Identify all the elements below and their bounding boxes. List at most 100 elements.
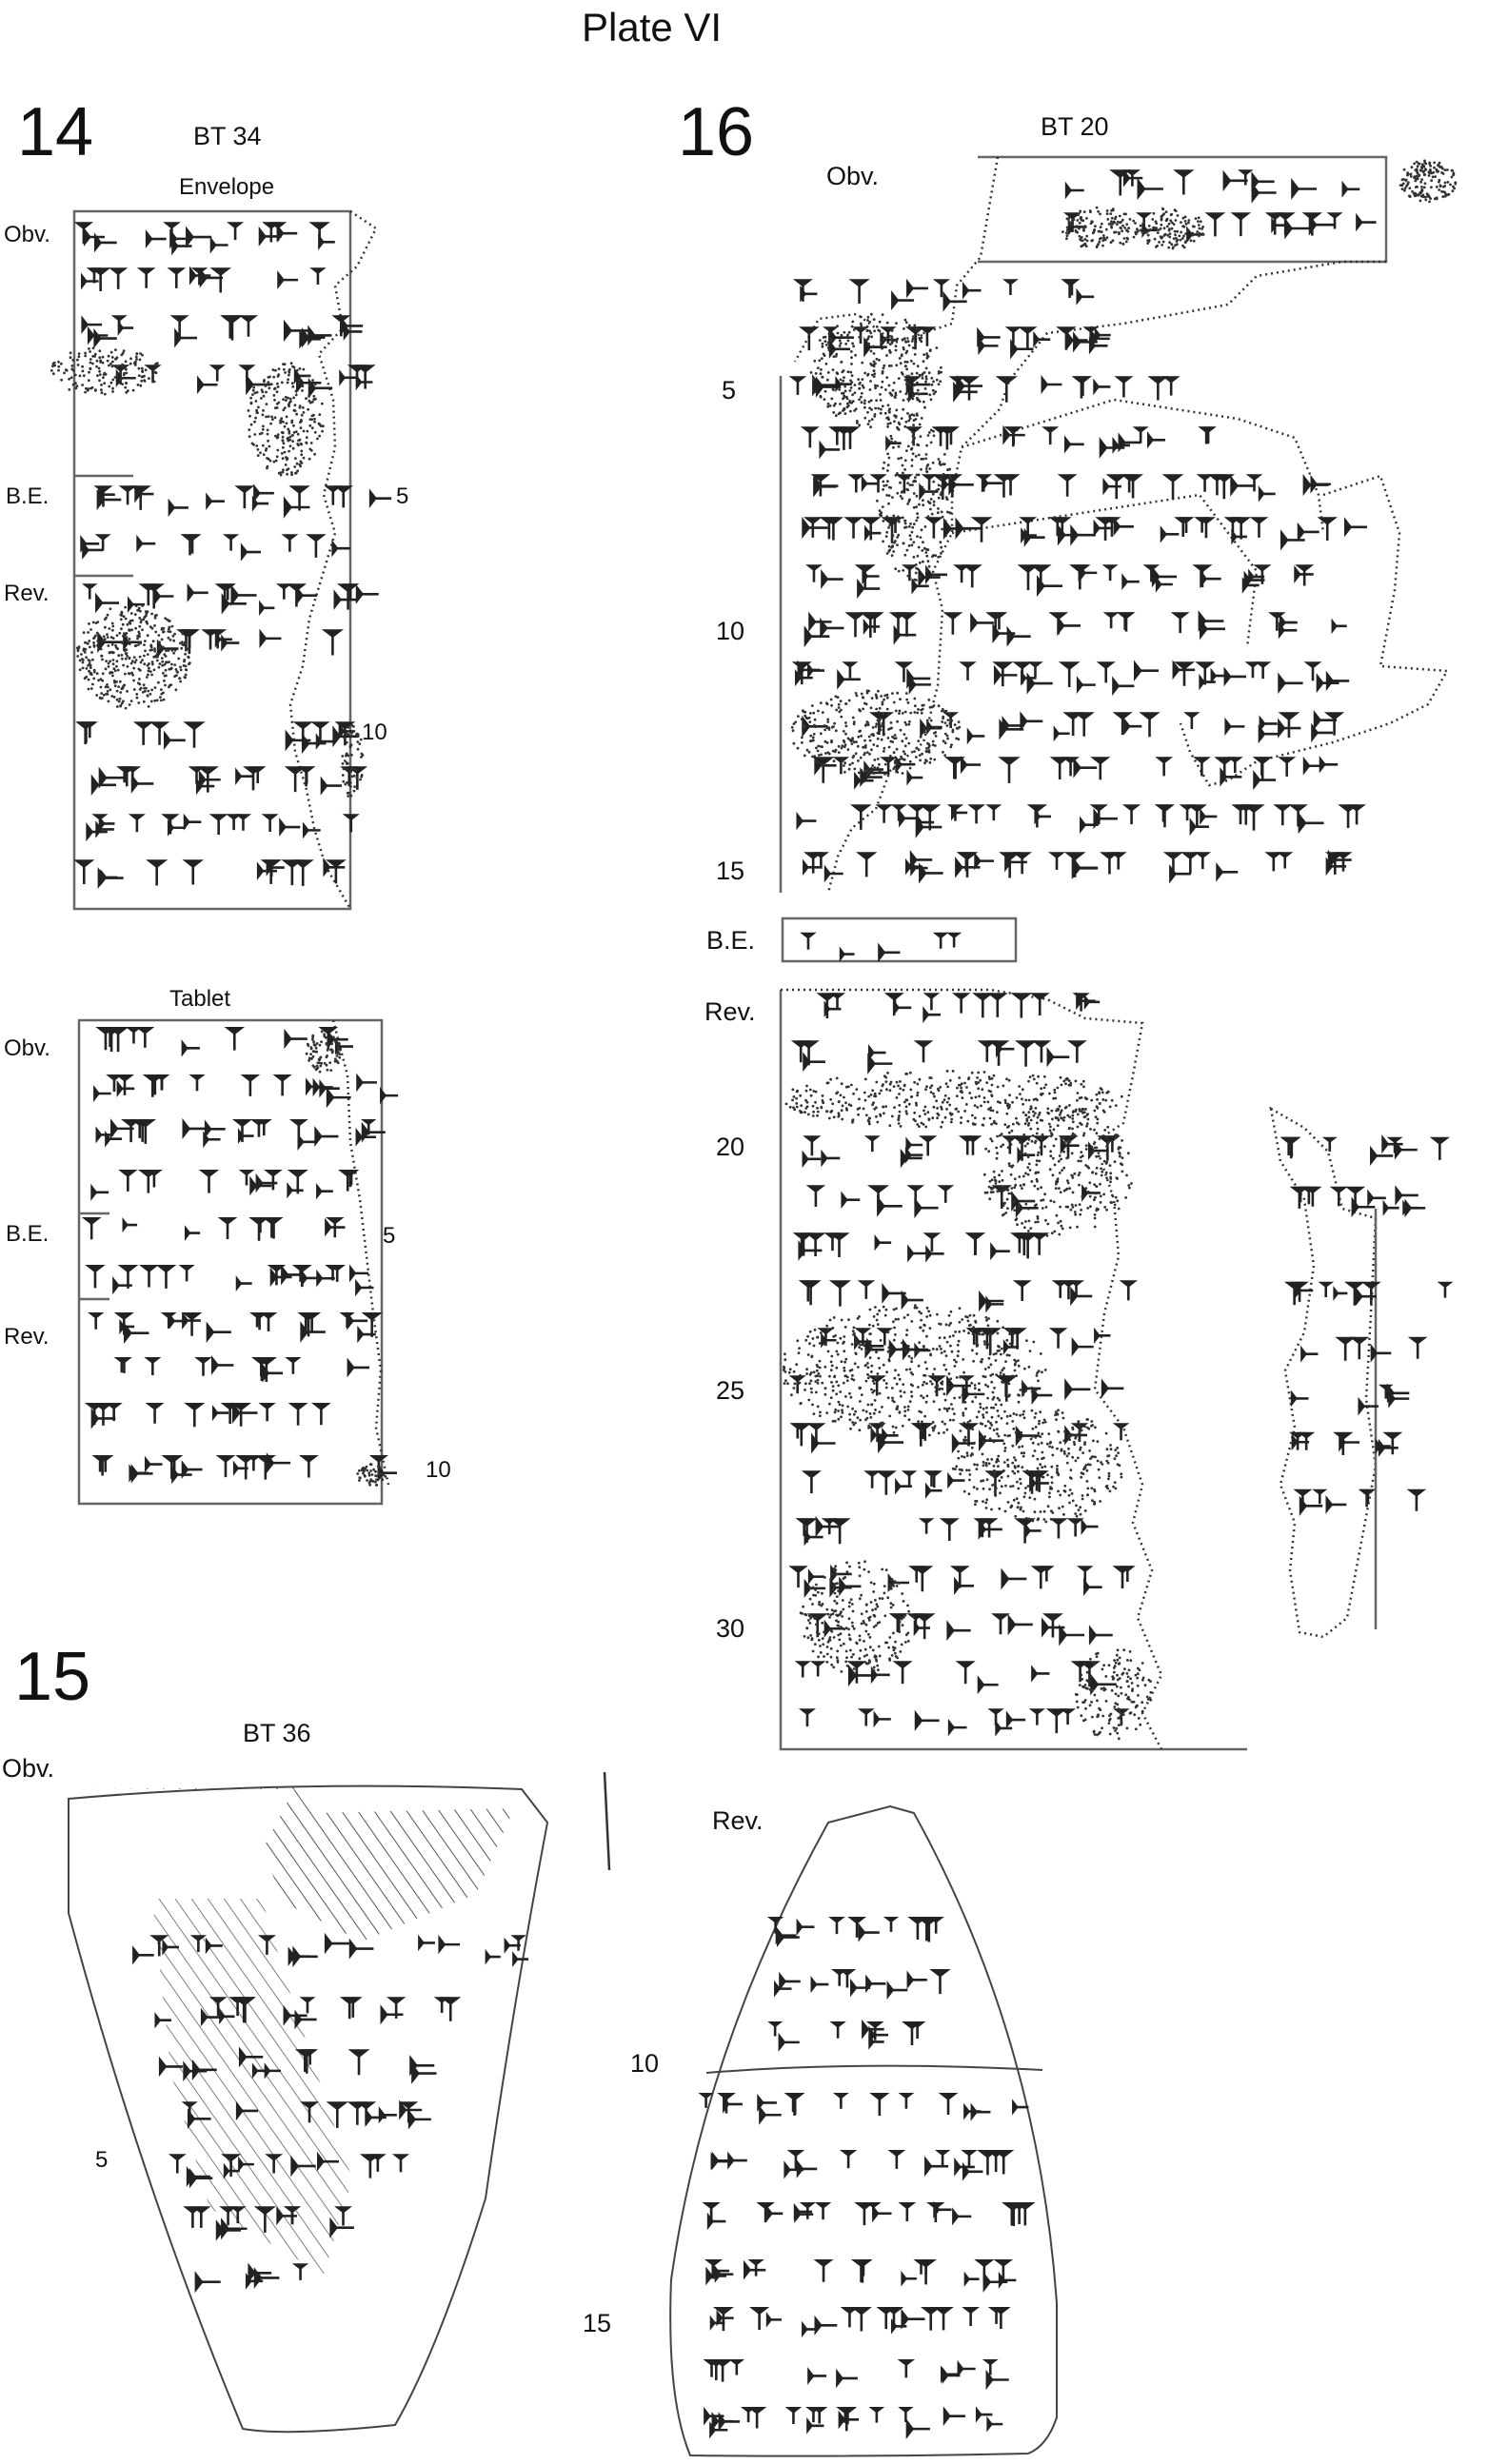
cuneiform-wedge bbox=[1002, 424, 1025, 445]
stipple-dot bbox=[167, 636, 170, 640]
cuneiform-wedge bbox=[1172, 660, 1196, 680]
cuneiform-wedge bbox=[1100, 852, 1120, 875]
cuneiform-wedge bbox=[288, 1946, 310, 1966]
stipple-dot bbox=[279, 473, 283, 477]
stipple-dot bbox=[896, 337, 900, 341]
stipple-dot bbox=[883, 694, 887, 698]
cuneiform-wedge bbox=[1001, 474, 1021, 496]
stipple-dot bbox=[1174, 233, 1177, 237]
cuneiform-wedge bbox=[913, 1620, 931, 1637]
cuneiform-wedge bbox=[978, 336, 999, 356]
stipple-dot bbox=[913, 750, 916, 753]
stipple-dot bbox=[140, 366, 144, 370]
stipple-dot bbox=[904, 392, 908, 396]
stipple-dot bbox=[76, 649, 80, 653]
stipple-dot bbox=[909, 538, 913, 541]
stipple-dot bbox=[293, 404, 297, 407]
stipple-dot bbox=[916, 1123, 920, 1126]
stipple-dot bbox=[294, 471, 298, 475]
stipple-dot bbox=[929, 441, 933, 444]
stipple-dot bbox=[830, 1354, 834, 1358]
stipple-dot bbox=[1071, 1114, 1075, 1117]
stipple-dot bbox=[173, 675, 177, 679]
stipple-dot bbox=[1000, 1403, 1003, 1407]
stipple-dot bbox=[843, 1350, 846, 1353]
stipple-dot bbox=[1180, 230, 1182, 234]
stipple-dot bbox=[958, 1307, 962, 1310]
stipple-dot bbox=[844, 1357, 848, 1361]
cuneiform-wedge bbox=[859, 612, 882, 639]
stipple-dot bbox=[875, 1350, 878, 1354]
stipple-dot bbox=[126, 389, 129, 393]
stipple-dot bbox=[305, 1052, 308, 1055]
stipple-dot bbox=[1028, 1169, 1032, 1172]
stipple-dot bbox=[929, 428, 933, 432]
stipple-dot bbox=[107, 354, 110, 358]
cuneiform-wedge bbox=[829, 2021, 846, 2039]
stipple-dot bbox=[141, 375, 145, 379]
stipple-dot bbox=[924, 467, 928, 470]
cuneiform-wedge bbox=[846, 1661, 867, 1684]
stipple-dot bbox=[868, 1356, 872, 1360]
stipple-dot bbox=[966, 1421, 970, 1424]
cuneiform-wedge bbox=[1021, 527, 1037, 544]
stipple-dot bbox=[1170, 243, 1174, 246]
stipple-dot bbox=[1086, 1207, 1090, 1210]
stipple-dot bbox=[1184, 222, 1188, 226]
stipple-dot bbox=[1066, 1205, 1070, 1209]
cuneiform-wedge bbox=[841, 1191, 861, 1210]
stipple-dot bbox=[288, 444, 292, 448]
stipple-dot bbox=[829, 1077, 832, 1081]
stipple-dot bbox=[166, 618, 169, 621]
cuneiform-wedge bbox=[823, 517, 844, 541]
stipple-dot bbox=[293, 465, 297, 468]
stipple-dot bbox=[74, 386, 78, 390]
cuneiform-wedge bbox=[711, 2151, 733, 2171]
stipple-dot bbox=[128, 657, 131, 660]
stipple-dot bbox=[845, 405, 849, 409]
stipple-dot bbox=[861, 696, 864, 699]
cuneiform-wedge bbox=[972, 993, 994, 1018]
cuneiform-wedge bbox=[217, 1217, 238, 1240]
stipple-dot bbox=[878, 359, 881, 362]
stipple-dot bbox=[1032, 1114, 1036, 1117]
cuneiform-wedge bbox=[325, 1217, 346, 1237]
stipple-dot bbox=[1035, 1132, 1039, 1135]
cuneiform-wedge bbox=[865, 1974, 886, 1994]
cuneiform-wedge bbox=[862, 567, 880, 585]
stipple-dot bbox=[131, 388, 135, 392]
stipple-dot bbox=[1027, 1230, 1030, 1232]
stipple-dot bbox=[921, 376, 924, 380]
stipple-dot bbox=[924, 1088, 927, 1092]
stipple-dot bbox=[88, 669, 90, 673]
stipple-dot bbox=[1035, 1163, 1039, 1167]
cuneiform-wedge bbox=[1382, 1431, 1403, 1455]
cuneiform-wedge bbox=[512, 1951, 529, 1968]
stipple-dot bbox=[896, 536, 899, 539]
stipple-dot bbox=[352, 774, 356, 778]
stipple-dot bbox=[275, 390, 279, 394]
stipple-dot bbox=[872, 734, 875, 738]
stipple-dot bbox=[1066, 228, 1069, 232]
stipple-dot bbox=[875, 1318, 879, 1322]
cuneiform-wedge bbox=[918, 2259, 935, 2276]
cuneiform-wedge bbox=[959, 661, 977, 680]
stipple-dot bbox=[1174, 244, 1177, 247]
stipple-dot bbox=[867, 735, 871, 739]
stipple-dot bbox=[356, 740, 360, 743]
cuneiform-wedge bbox=[198, 1170, 220, 1193]
stipple-dot bbox=[1429, 168, 1432, 171]
stipple-dot bbox=[847, 767, 851, 771]
stipple-dot bbox=[308, 447, 312, 451]
stipple-dot bbox=[1164, 219, 1168, 223]
stipple-dot bbox=[1124, 240, 1128, 244]
stipple-dot bbox=[903, 553, 907, 557]
stipple-dot bbox=[1422, 186, 1426, 189]
stipple-dot bbox=[1022, 1102, 1024, 1106]
cuneiform-wedge bbox=[1029, 1232, 1050, 1255]
stipple-dot bbox=[1080, 1095, 1083, 1099]
stipple-dot bbox=[808, 1382, 811, 1386]
stipple-dot bbox=[359, 738, 363, 741]
stipple-dot bbox=[1008, 1094, 1011, 1097]
stipple-dot bbox=[915, 519, 919, 522]
